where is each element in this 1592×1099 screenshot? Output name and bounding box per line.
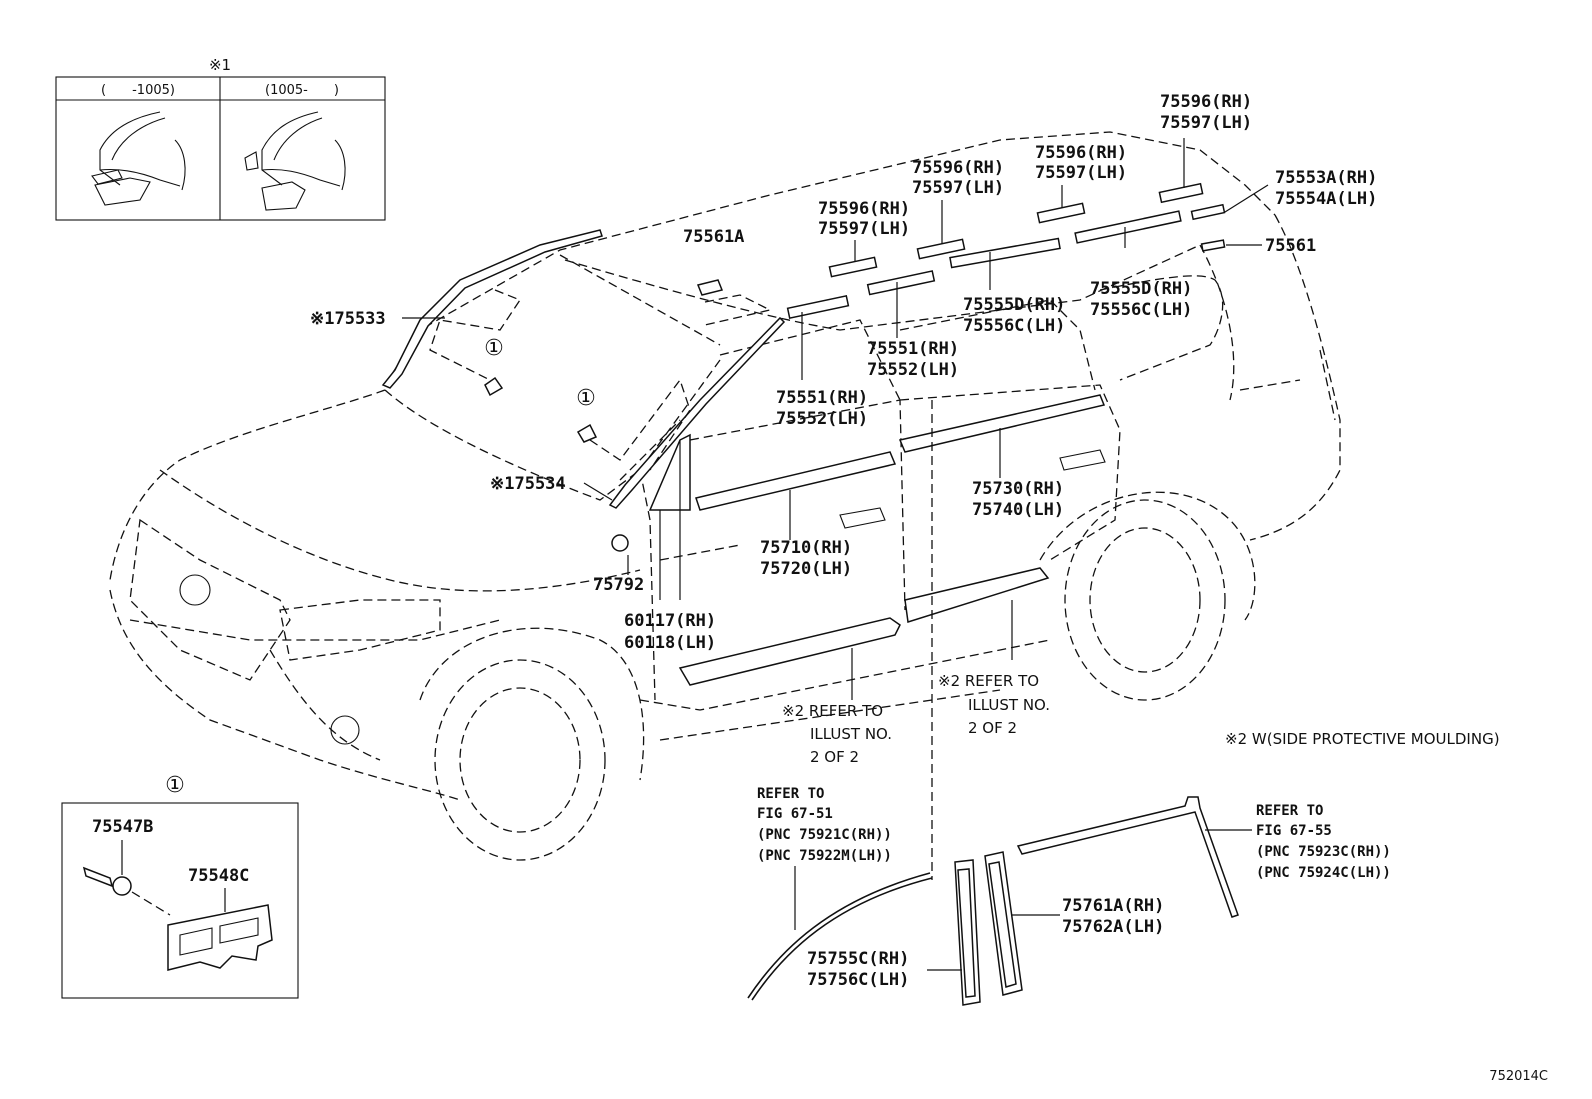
- clip-marker-a: [484, 376, 504, 397]
- refer-fig-a-line3: (PNC 75921C(RH)): [757, 827, 892, 843]
- label-75552-a: 75552(LH): [776, 409, 868, 429]
- refer-fig-b-line2: FIG 67-55: [1256, 823, 1332, 839]
- clip-screw: [82, 866, 114, 888]
- part-75596-a: [828, 256, 878, 278]
- label-75534: ※175534: [490, 474, 566, 494]
- label-75740: 75740(LH): [972, 500, 1064, 520]
- label-75554A: 75554A(LH): [1275, 189, 1377, 209]
- label-75755C: 75755C(RH): [807, 949, 909, 969]
- label-75597-d: 75597(LH): [1160, 113, 1252, 133]
- label-75596-c: 75596(RH): [1035, 143, 1127, 163]
- part-75596-b: [916, 238, 966, 260]
- label-75548C: 75548C: [188, 866, 249, 886]
- refer-fig-b-line1: REFER TO: [1256, 803, 1323, 819]
- refer-note-b-line1: ※2 REFER TO: [938, 672, 1039, 690]
- refer-note-a-line1: ※2 REFER TO: [782, 702, 883, 720]
- part-75534: [608, 316, 786, 509]
- inset-left-sketch: [91, 111, 186, 206]
- inset-clip-detail: ① 75547B 75548C: [61, 773, 299, 999]
- refer-note-b-line3: 2 OF 2: [968, 719, 1017, 737]
- clip-marker-b: [576, 423, 598, 443]
- label-75792: 75792: [593, 575, 644, 595]
- refer-note-a-line2: ILLUST NO.: [810, 725, 892, 743]
- label-75597-a: 75597(LH): [818, 219, 910, 239]
- label-75730: 75730(RH): [972, 479, 1064, 499]
- label-75596-b: 75596(RH): [912, 158, 1004, 178]
- inset-clip-marker: ①: [165, 773, 185, 798]
- part-lower-moulding-front: [678, 617, 901, 686]
- refer-fig-b-frame: [1016, 796, 1239, 918]
- label-75556C-a: 75556C(LH): [963, 316, 1065, 336]
- label-75553A: 75553A(RH): [1275, 168, 1377, 188]
- footnote-side-protective: ※2 W(SIDE PROTECTIVE MOULDING): [1225, 730, 1500, 748]
- inset-clip-frame: [61, 802, 299, 999]
- part-75710: [695, 451, 897, 511]
- refer-notes: ※2 REFER TO ILLUST NO. 2 OF 2 ※2 REFER T…: [782, 672, 1500, 766]
- part-75561: [1200, 239, 1226, 252]
- label-75561A: 75561A: [683, 227, 744, 247]
- label-75720: 75720(LH): [760, 559, 852, 579]
- refer-fig-a-line4: (PNC 75922M(LH)): [757, 848, 892, 864]
- label-60117: 60117(RH): [624, 611, 716, 631]
- label-60118: 60118(LH): [624, 633, 716, 653]
- label-75556C-b: 75556C(LH): [1090, 300, 1192, 320]
- part-75533: [381, 229, 603, 389]
- label-75710: 75710(RH): [760, 538, 852, 558]
- refer-note-a-line3: 2 OF 2: [810, 748, 859, 766]
- label-75551-a: 75551(RH): [776, 388, 868, 408]
- part-75596-d: [1158, 182, 1204, 204]
- part-75551-a: [786, 294, 850, 320]
- part-75551-b: [866, 270, 936, 296]
- label-75555D-b: 75555D(RH): [1090, 279, 1192, 299]
- refer-fig-67-51: REFER TO FIG 67-51 (PNC 75921C(RH)) (PNC…: [747, 786, 933, 1001]
- label-75547B: 75547B: [92, 817, 153, 837]
- part-labels: ※175533 ※175534 75561A 75561 75792 60117…: [310, 92, 1377, 653]
- label-75762A: 75762A(LH): [1062, 917, 1164, 937]
- part-lower-moulding-rear: [904, 567, 1050, 623]
- part-75555D-b: [1074, 210, 1182, 244]
- callout-marker-a: ①: [484, 336, 504, 361]
- inset-col-right: (1005- ): [265, 83, 339, 98]
- inset-variant-box: ※1 ( -1005) (1005- ): [55, 56, 386, 221]
- mouldings: [381, 182, 1226, 686]
- refer-fig-a-strip: [747, 872, 931, 999]
- label-75761A: 75761A(RH): [1062, 896, 1164, 916]
- part-75555D-a: [949, 237, 1061, 269]
- inset-col-left: ( -1005): [101, 83, 175, 98]
- refer-fig-b-line4: (PNC 75924C(LH)): [1256, 865, 1391, 881]
- refer-note-b-line2: ILLUST NO.: [968, 696, 1050, 714]
- label-75551-b: 75551(RH): [867, 339, 959, 359]
- label-75596-a: 75596(RH): [818, 199, 910, 219]
- label-75533: ※175533: [310, 309, 386, 329]
- label-75555D-a: 75555D(RH): [963, 295, 1065, 315]
- pillar-mouldings: 75761A(RH) 75762A(LH) 75755C(RH) 75756C(…: [807, 851, 1164, 1006]
- inset-title: ※1: [209, 56, 231, 74]
- vehicle-outline: [109, 131, 1341, 861]
- label-75597-c: 75597(LH): [1035, 163, 1127, 183]
- leader-lines: [402, 138, 1269, 880]
- clip-screw-head: [112, 876, 132, 896]
- illustration-id: 752014C: [1489, 1069, 1548, 1084]
- label-75756C: 75756C(LH): [807, 970, 909, 990]
- part-75730: [898, 394, 1106, 453]
- part-75792: [611, 534, 629, 552]
- refer-fig-67-55: REFER TO FIG 67-55 (PNC 75923C(RH)) (PNC…: [1016, 796, 1391, 918]
- label-75552-b: 75552(LH): [867, 360, 959, 380]
- label-75597-b: 75597(LH): [912, 178, 1004, 198]
- callout-marker-b: ①: [576, 386, 596, 411]
- refer-fig-a-line1: REFER TO: [757, 786, 824, 802]
- refer-fig-a-line2: FIG 67-51: [757, 806, 833, 822]
- label-75596-d: 75596(RH): [1160, 92, 1252, 112]
- inset-right-sketch: [244, 111, 346, 211]
- part-75596-c: [1036, 202, 1086, 224]
- part-75553A: [1190, 203, 1226, 221]
- label-75561: 75561: [1265, 236, 1316, 256]
- part-75561A: [696, 279, 724, 296]
- refer-fig-b-line3: (PNC 75923C(RH)): [1256, 844, 1391, 860]
